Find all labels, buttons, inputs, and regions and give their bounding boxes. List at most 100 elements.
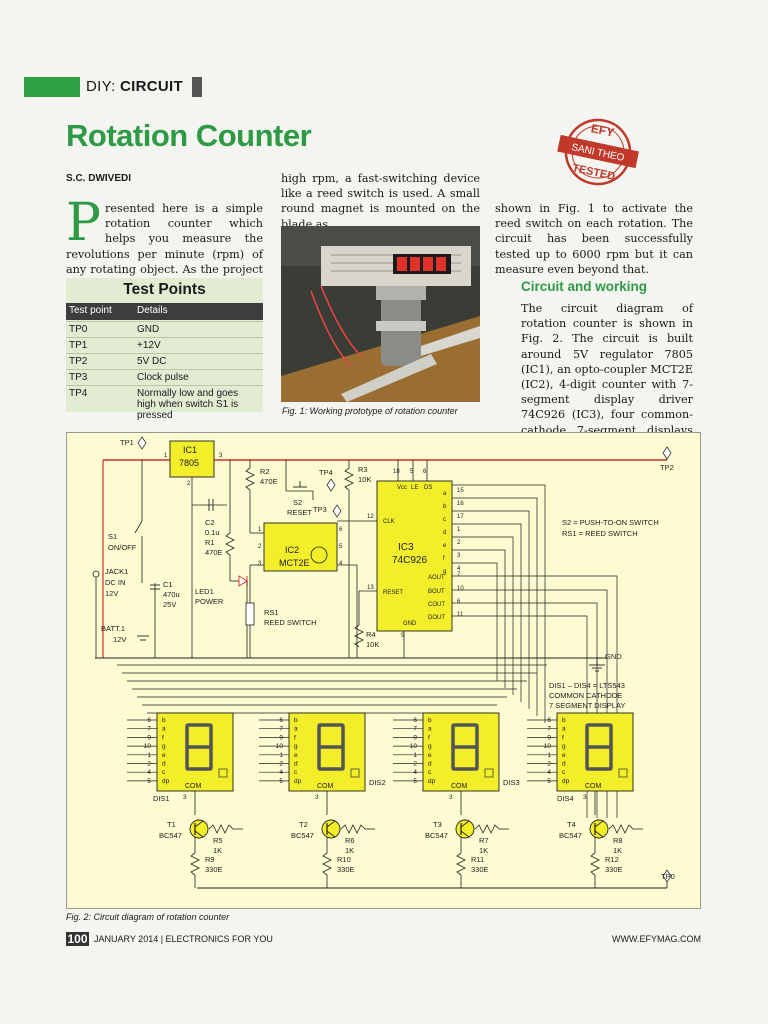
- svg-text:R5: R5: [213, 836, 223, 845]
- svg-text:dp: dp: [162, 778, 170, 785]
- note-s2: S2 = PUSH-TO-ON SWITCH: [562, 518, 659, 527]
- drop-cap: P: [66, 193, 101, 253]
- svg-text:1: 1: [547, 752, 551, 759]
- svg-text:f: f: [562, 734, 564, 741]
- s2-label: S2: [293, 498, 302, 507]
- svg-text:1: 1: [413, 752, 417, 759]
- svg-text:4: 4: [457, 566, 461, 572]
- svg-text:f: f: [443, 556, 445, 562]
- r2-label: R2: [260, 467, 270, 476]
- jack-voltage: 12V: [105, 589, 118, 598]
- svg-text:7: 7: [279, 726, 283, 733]
- display-label-3: DIS3: [503, 778, 520, 787]
- note-common-cathode: COMMON CATHODE: [549, 691, 622, 700]
- svg-text:3: 3: [258, 561, 262, 567]
- svg-text:6: 6: [547, 717, 551, 724]
- svg-text:9: 9: [279, 734, 283, 741]
- svg-text:T2: T2: [299, 820, 308, 829]
- svg-text:1: 1: [258, 527, 262, 533]
- svg-text:2: 2: [258, 544, 262, 550]
- svg-text:g: g: [562, 743, 566, 750]
- svg-text:d: d: [562, 761, 566, 768]
- svg-text:COM: COM: [585, 783, 602, 790]
- svg-text:6: 6: [457, 599, 461, 605]
- svg-text:6: 6: [279, 717, 283, 724]
- ic2-part: MCT2E: [279, 558, 310, 568]
- svg-text:10: 10: [410, 743, 418, 750]
- svg-text:9: 9: [413, 734, 417, 741]
- svg-text:COM: COM: [185, 783, 202, 790]
- svg-text:d: d: [443, 530, 446, 536]
- svg-text:a: a: [443, 491, 447, 497]
- svg-text:a: a: [562, 726, 566, 733]
- c2-value: 0.1u: [205, 528, 220, 537]
- badge-bottom-text: TESTED: [571, 162, 616, 183]
- svg-text:5: 5: [339, 544, 343, 550]
- svg-text:b: b: [162, 717, 166, 724]
- display-label-1: DIS1: [153, 794, 170, 803]
- circuit-paragraph: The circuit diagram of rotation counter …: [521, 302, 693, 452]
- svg-text:R7: R7: [479, 836, 489, 845]
- svg-text:BC547: BC547: [291, 831, 314, 840]
- c2-label: C2: [205, 518, 215, 527]
- batt-voltage: 12V: [113, 635, 126, 644]
- svg-text:10: 10: [544, 743, 552, 750]
- svg-text:1: 1: [279, 752, 283, 759]
- svg-text:f: f: [428, 734, 430, 741]
- svg-text:9: 9: [401, 633, 405, 639]
- article-title: Rotation Counter: [66, 118, 312, 153]
- svg-text:a: a: [162, 726, 166, 733]
- svg-text:330E: 330E: [205, 865, 223, 874]
- tp0-label: TP0: [661, 872, 675, 881]
- pin-aout: AOUT: [428, 575, 445, 581]
- svg-text:e: e: [428, 752, 432, 759]
- ic1-label: IC1: [183, 445, 197, 455]
- svg-text:R6: R6: [345, 836, 355, 845]
- svg-text:e: e: [294, 752, 298, 759]
- test-points-title: Test Points: [123, 281, 206, 298]
- svg-text:7: 7: [413, 726, 417, 733]
- svg-text:1K: 1K: [613, 846, 622, 855]
- svg-text:BC547: BC547: [159, 831, 182, 840]
- svg-text:10: 10: [276, 743, 284, 750]
- display-label-4: DIS4: [557, 794, 574, 803]
- svg-text:e: e: [562, 752, 566, 759]
- svg-text:3: 3: [583, 794, 587, 801]
- svg-text:R12: R12: [605, 855, 619, 864]
- footer-right: WWW.EFYMAG.COM: [612, 934, 701, 944]
- svg-text:1K: 1K: [213, 846, 222, 855]
- svg-text:a: a: [294, 726, 298, 733]
- column3-paragraph: shown in Fig. 1 to activate the reed swi…: [495, 202, 693, 276]
- svg-text:b: b: [428, 717, 432, 724]
- svg-text:COM: COM: [317, 783, 334, 790]
- led-label: LED1: [195, 587, 214, 596]
- svg-text:1: 1: [164, 453, 168, 459]
- tp3-label: TP3: [313, 505, 327, 514]
- svg-text:2: 2: [413, 761, 417, 768]
- r2-value: 470E: [260, 477, 278, 486]
- svg-text:7: 7: [547, 726, 551, 733]
- section-end-bar: [192, 77, 202, 97]
- fig1-caption: Fig. 1: Working prototype of rotation co…: [282, 406, 458, 416]
- svg-text:3: 3: [219, 453, 223, 459]
- r1-label: R1: [205, 538, 215, 547]
- svg-text:dp: dp: [562, 778, 570, 785]
- ic1-part: 7805: [179, 458, 199, 468]
- svg-text:e: e: [443, 543, 447, 549]
- svg-text:g: g: [162, 743, 166, 750]
- pin-reset: RESET: [383, 590, 403, 596]
- svg-text:R9: R9: [205, 855, 215, 864]
- svg-text:330E: 330E: [605, 865, 623, 874]
- svg-text:T1: T1: [167, 820, 176, 829]
- svg-text:4: 4: [547, 769, 551, 776]
- svg-text:R11: R11: [471, 855, 484, 864]
- svg-text:5: 5: [413, 778, 417, 785]
- pin-vcc: Vcc: [397, 485, 407, 491]
- svg-text:10: 10: [144, 743, 152, 750]
- svg-text:3: 3: [315, 794, 319, 801]
- svg-text:2: 2: [547, 761, 551, 768]
- s2-name: RESET: [287, 508, 312, 517]
- svg-text:a: a: [428, 726, 432, 733]
